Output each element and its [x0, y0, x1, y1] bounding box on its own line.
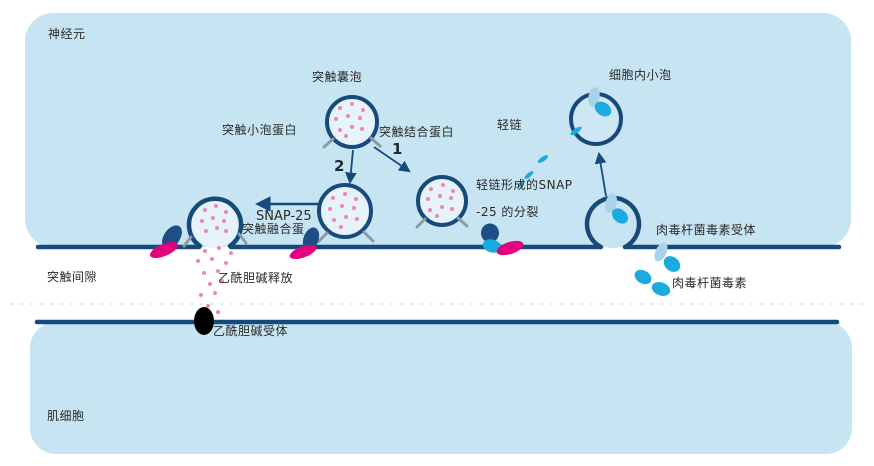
toxin-blue-part [663, 256, 681, 272]
step-2-number: 2 [334, 157, 345, 175]
snap-cleavage-label-line1: 轻链形成的SNAP [476, 178, 573, 192]
neuron-panel [25, 13, 851, 247]
light-chain-label: 轻链 [497, 118, 523, 132]
botulinum-toxin-label: 肉毒杆菌毒素 [672, 276, 748, 290]
snap25-shape [149, 241, 179, 259]
toxin-light-chain-shape [482, 239, 502, 253]
toxin-light-part [654, 242, 668, 262]
docked-vesicle-dots [328, 192, 359, 229]
toxin-blue-part [634, 269, 652, 285]
vesicle-near-toxin-anchor-icons [415, 216, 469, 229]
fused-vesicle-anchor-icons [182, 232, 248, 248]
toxin-blue-part [651, 282, 671, 296]
docked-vesicle-anchor-icons [316, 230, 375, 244]
toxin-blue-part [611, 208, 629, 224]
toxin-receptor-complex [481, 223, 524, 256]
acetylcholine-release-dots [196, 246, 233, 314]
synaptotagmin-label: 突触结合蛋白 [379, 125, 455, 139]
synaptic-vesicle-label: 突触囊泡 [312, 70, 363, 84]
vesicle-near-toxin-dots [426, 183, 455, 218]
acetylcholine-dots-inside [200, 204, 228, 233]
intracellular-vesicle-label: 细胞内小泡 [609, 68, 672, 82]
synaptic-vesicle-anchor-icons [322, 136, 382, 149]
arrow-endocytosis [594, 151, 607, 197]
toxin-light-part [605, 193, 617, 213]
synaptobrevin-label: 突触小泡蛋白 [222, 123, 298, 137]
muscle-cell-label: 肌细胞 [47, 409, 85, 423]
botulinum-receptor-label: 肉毒杆菌毒素受体 [656, 223, 757, 237]
snap25-shape [289, 244, 317, 260]
snare-complex-left [149, 225, 182, 259]
step-1-number: 1 [392, 140, 403, 158]
syntaxin-label: 突触融合蛋 [242, 222, 305, 236]
muscle-panel [30, 322, 852, 454]
arrow-step1 [373, 146, 411, 173]
snap-cleavage-label-line2: -25 的分裂 [476, 205, 539, 219]
ach-receptor-label: 乙酰胆碱受体 [213, 324, 289, 338]
ach-release-label: 乙酰胆碱释放 [218, 271, 294, 285]
neuron-label: 神经元 [48, 27, 86, 41]
endocytic-vesicle [584, 193, 642, 250]
light-chain-escaping [570, 126, 582, 136]
syntaxin-shape [302, 227, 320, 251]
snap25-label: SNAP-25 [256, 209, 312, 224]
snare-complex-mid [289, 227, 320, 260]
cleaved-snap25-shape [496, 240, 524, 256]
light-chain-fragments [517, 155, 549, 187]
synaptic-vesicle-dots [334, 102, 365, 138]
botulinum-toxin-molecules [634, 242, 681, 296]
flow-arrows [255, 146, 607, 212]
synaptic-cleft-label: 突触间隙 [47, 270, 98, 284]
ach-receptor-shape [194, 307, 214, 335]
toxin-heavy-chain-shape [481, 223, 499, 243]
arrow-step2 [345, 149, 357, 185]
toxin-light-part [588, 87, 600, 107]
intracellular-vesicle [569, 87, 623, 146]
toxin-blue-part [594, 101, 612, 117]
